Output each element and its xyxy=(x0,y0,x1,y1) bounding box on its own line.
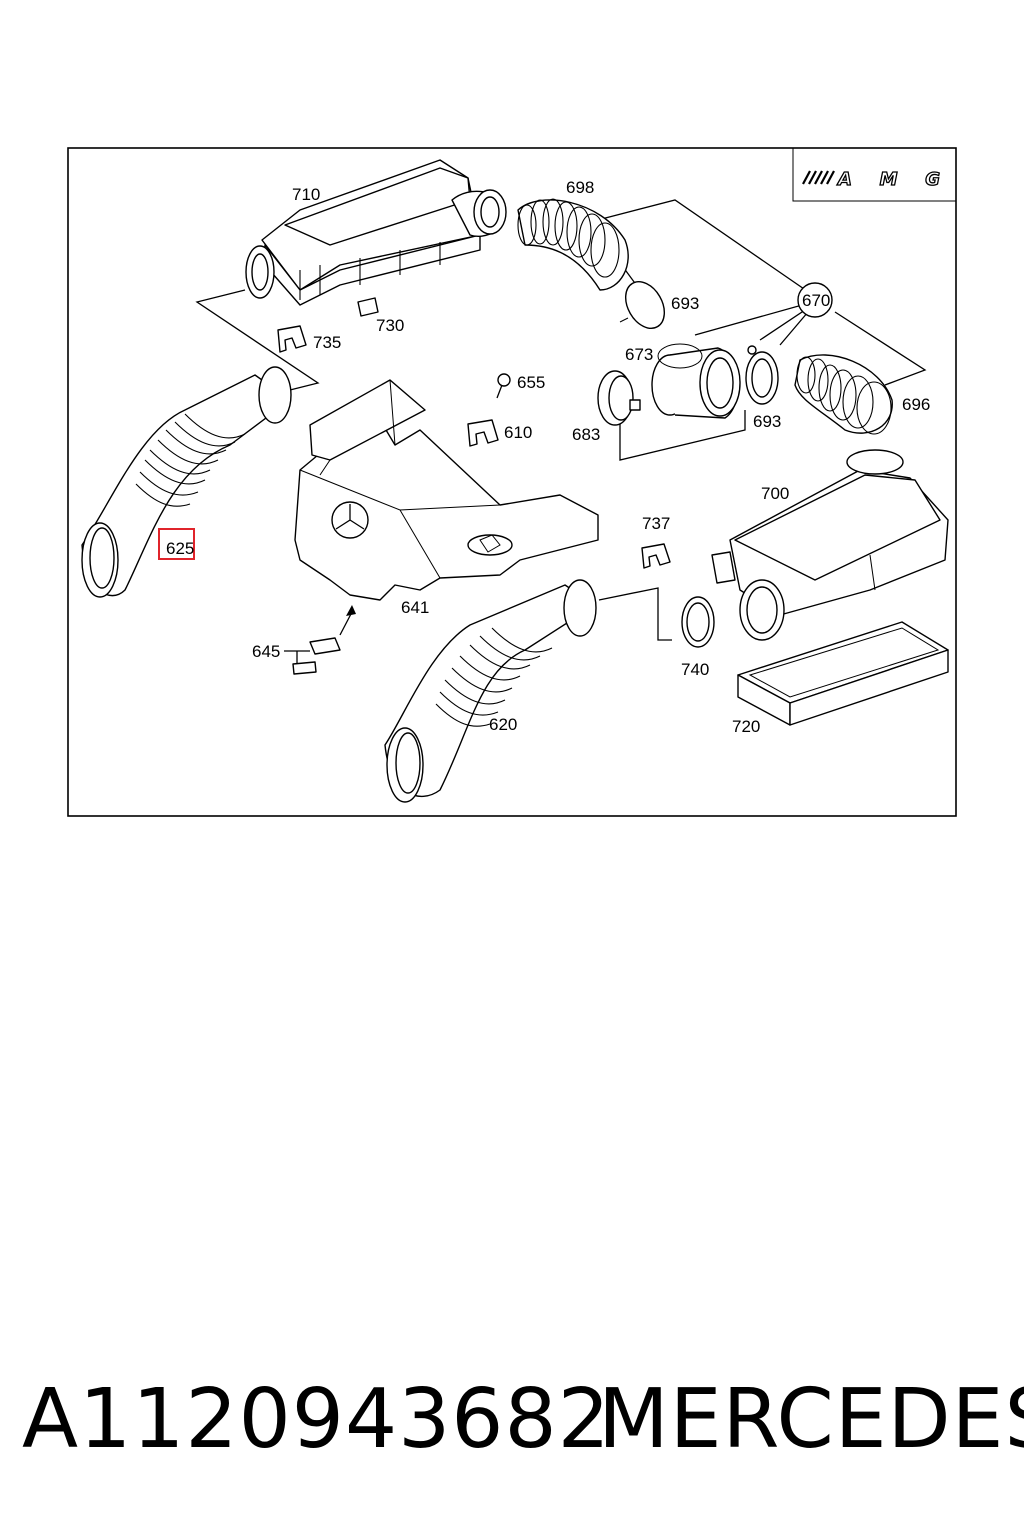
part-740-clamp xyxy=(681,596,715,648)
part-730-clip xyxy=(357,297,379,317)
label-670: 670 xyxy=(802,291,830,310)
part-625-hose xyxy=(81,366,292,598)
highlight-box-625 xyxy=(158,528,195,560)
part-655-bolt xyxy=(496,373,511,399)
label-620: 620 xyxy=(489,715,517,734)
label-683: 683 xyxy=(572,425,600,444)
part-683-ring xyxy=(597,370,641,426)
label-698: 698 xyxy=(566,178,594,197)
part-696-hose xyxy=(794,354,893,435)
part-710-air-box xyxy=(245,159,507,306)
leader-lines xyxy=(195,199,927,668)
part-610-clip xyxy=(467,419,499,447)
label-693-lower: 693 xyxy=(753,412,781,431)
part-620-hose xyxy=(384,579,597,803)
part-641-engine-cover xyxy=(294,379,599,636)
label-645: 645 xyxy=(252,642,280,661)
label-610: 610 xyxy=(504,423,532,442)
part-720-filter xyxy=(737,621,949,726)
label-735: 735 xyxy=(313,333,341,352)
brand-text: MERCEDES xyxy=(598,1372,1024,1467)
part-737-clip xyxy=(641,543,671,569)
part-number-text: A1120943682 xyxy=(22,1372,611,1467)
callout-670-circle xyxy=(797,282,833,318)
part-698-hose xyxy=(517,198,629,291)
part-labels: 710 698 670 693 735 730 655 610 673 683 … xyxy=(166,178,930,736)
label-737: 737 xyxy=(642,514,670,533)
part-735-clip xyxy=(277,325,307,353)
amg-logo-text: AMG xyxy=(836,169,940,190)
part-673-meter xyxy=(651,343,741,419)
part-645-clip xyxy=(292,637,341,675)
label-641: 641 xyxy=(401,598,429,617)
label-673: 673 xyxy=(625,345,653,364)
footer: A1120943682 MERCEDES xyxy=(0,1370,1024,1480)
part-693-ring-lower xyxy=(745,345,779,405)
label-720: 720 xyxy=(732,717,760,736)
label-625: 625 xyxy=(166,539,194,558)
part-693-seal-upper xyxy=(619,281,666,329)
label-710: 710 xyxy=(292,185,320,204)
parts-diagram: AMG xyxy=(67,147,957,817)
part-700-air-box xyxy=(711,449,949,641)
label-696: 696 xyxy=(902,395,930,414)
label-740: 740 xyxy=(681,660,709,679)
label-655: 655 xyxy=(517,373,545,392)
label-693-upper: 693 xyxy=(671,294,699,313)
label-730: 730 xyxy=(376,316,404,335)
label-700: 700 xyxy=(761,484,789,503)
